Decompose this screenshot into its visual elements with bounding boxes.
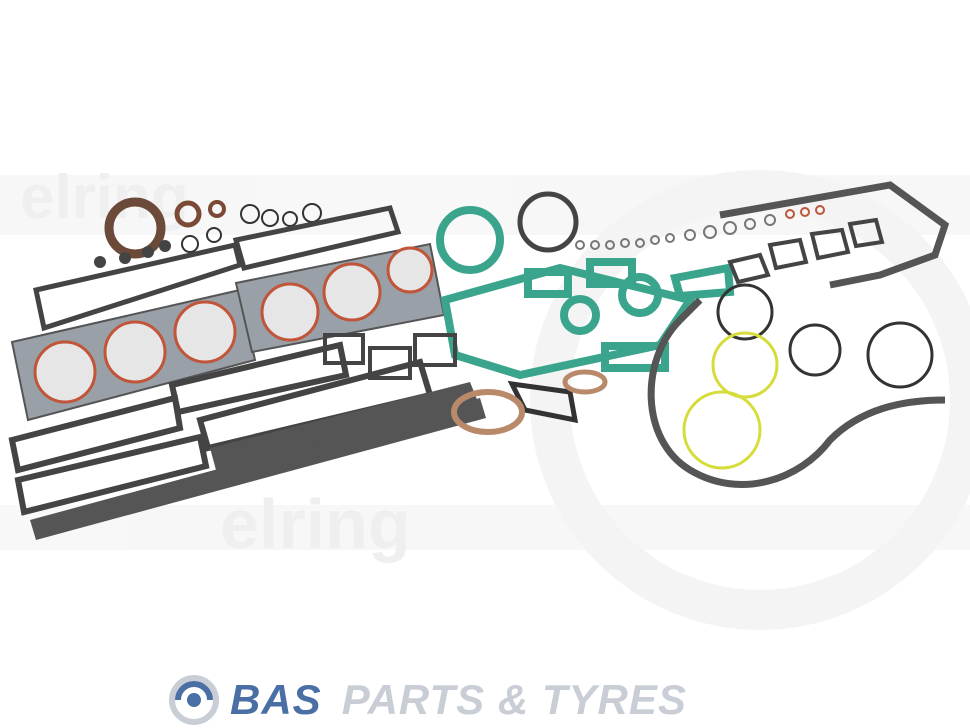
manifold-gaskets bbox=[8, 341, 434, 516]
brand-footer: BAS PARTS & TYRES bbox=[168, 672, 828, 728]
cylinder-head-gaskets bbox=[10, 242, 446, 422]
watermark-text-bottom: elring bbox=[220, 485, 411, 563]
large-o-rings bbox=[682, 283, 934, 470]
brand-name-primary: BAS bbox=[230, 676, 322, 723]
water-pump-gaskets bbox=[727, 217, 885, 285]
o-ring-rows bbox=[575, 205, 825, 250]
bas-swirl-logo-icon bbox=[169, 675, 219, 725]
elring-watermark: elring elring bbox=[0, 163, 970, 630]
long-strip-gaskets bbox=[30, 382, 486, 540]
seal-rings-cluster bbox=[94, 197, 322, 268]
brand-name-secondary: PARTS & TYRES bbox=[341, 676, 687, 723]
misc-gaskets bbox=[323, 191, 608, 435]
timing-cover-gasket bbox=[647, 181, 950, 488]
rocker-cover-gaskets bbox=[33, 205, 402, 332]
